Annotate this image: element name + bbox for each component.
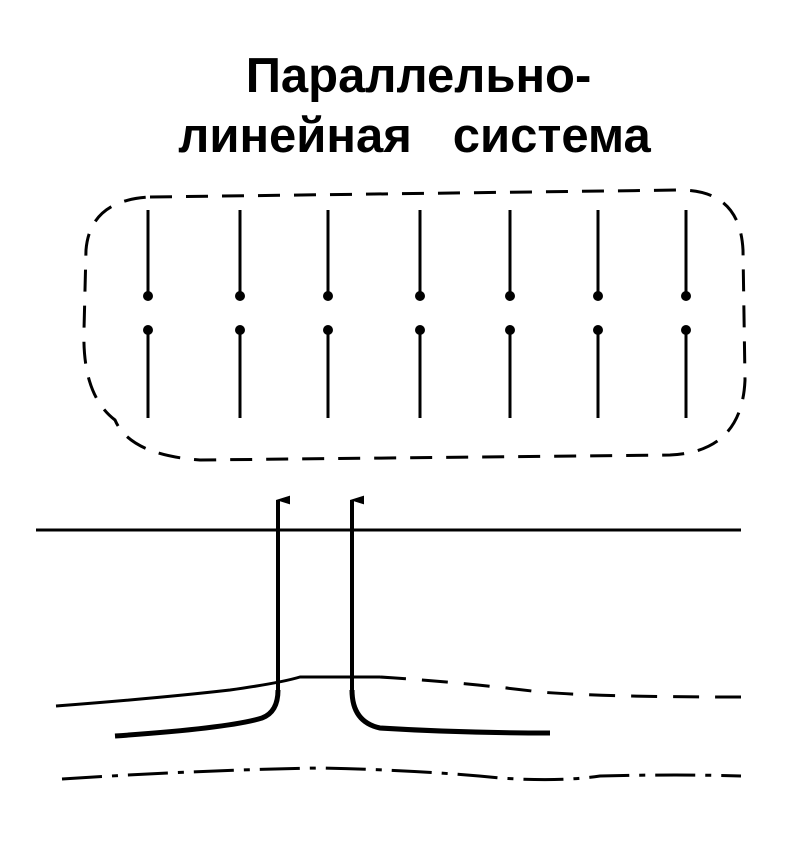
- diagram-title: Параллельно- линейная система: [0, 46, 805, 166]
- upper-wavy-line-solid: [55, 675, 380, 708]
- upper-stem-dot: [505, 291, 515, 301]
- upper-stems: [143, 210, 691, 301]
- upper-stem-dot: [681, 291, 691, 301]
- bump-line: [114, 689, 281, 739]
- title-line-2: линейная система: [178, 109, 651, 163]
- lower-stems: [143, 325, 691, 418]
- upper-stem-dot: [415, 291, 425, 301]
- title-line-1: Параллельно-: [245, 49, 592, 103]
- upper-stem-dot: [143, 291, 153, 301]
- upper-wavy-line-dashed: [379, 675, 742, 699]
- upper-stem-dot: [593, 291, 603, 301]
- upper-stem-dot: [235, 291, 245, 301]
- lower-dash-dot-line: [61, 766, 742, 782]
- upper-stem-dot: [323, 291, 333, 301]
- bump-line-right: [349, 689, 551, 736]
- system-boundary-dashed: [82, 188, 747, 462]
